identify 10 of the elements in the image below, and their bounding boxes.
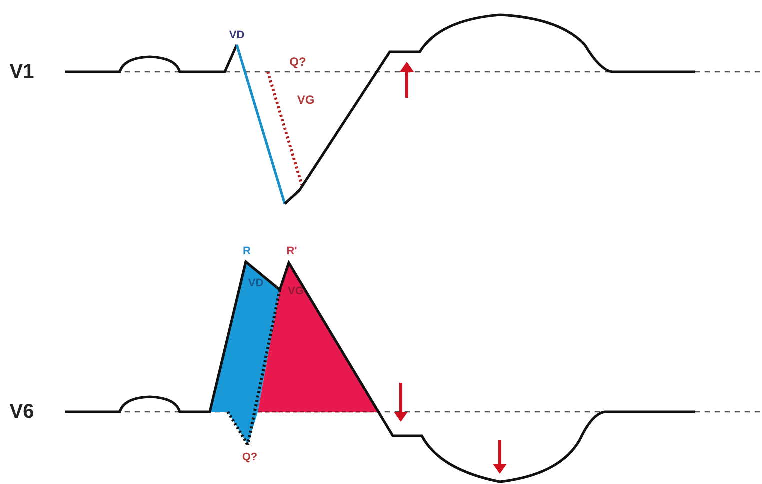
- wave-label: VD: [229, 30, 245, 42]
- lead-label: V1: [10, 62, 34, 82]
- wave-label: Q?: [290, 56, 306, 68]
- wave-label: R: [243, 246, 251, 258]
- wave-label: VG: [288, 286, 304, 298]
- wave-label: VG: [297, 94, 315, 106]
- wave-label: VD: [248, 278, 264, 290]
- wave-label: R': [286, 246, 298, 258]
- wave-label: Q?: [242, 452, 258, 464]
- lead-label: V6: [10, 402, 34, 422]
